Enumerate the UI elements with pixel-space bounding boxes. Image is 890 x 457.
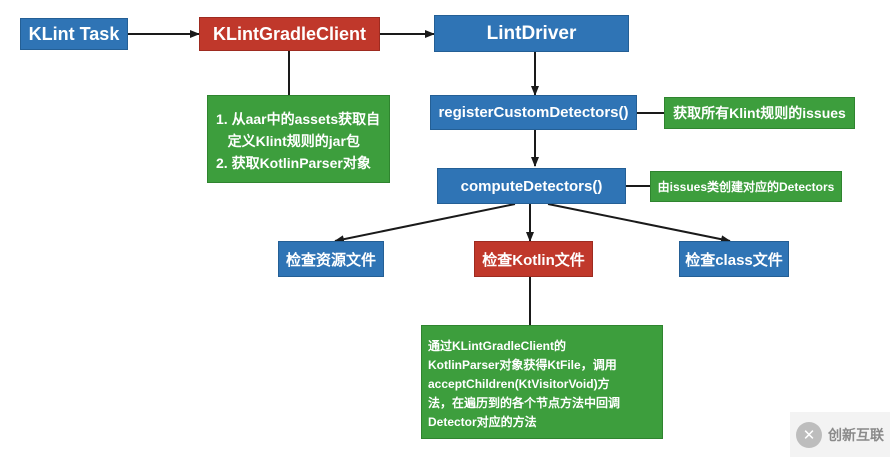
arrow-compute-to-class — [547, 203, 731, 244]
check-kotlin-files-node: 检查Kotlin文件 — [474, 241, 593, 277]
check-class-files-label: 检查class文件 — [685, 251, 783, 269]
check-resource-files-label: 检查资源文件 — [285, 251, 376, 269]
register-custom-detectors-node: registerCustomDetectors() — [430, 95, 637, 130]
kotlin-check-note: 通过KLintGradleClient的 KotlinParser对象获得KtF… — [421, 325, 663, 439]
check-resource-files-node: 检查资源文件 — [278, 241, 384, 277]
kotlin-note-line-1: 通过KLintGradleClient的 — [428, 339, 567, 353]
arrow-compute-to-resource — [334, 203, 516, 244]
klint-gradle-client-label: KLintGradleClient — [212, 23, 366, 44]
klint-task-node: KLint Task — [20, 18, 128, 50]
kotlin-note-line-4: 法，在遍历到的各个节点方法中回调 — [428, 396, 621, 410]
register-issues-note: 获取所有Klint规则的issues — [664, 97, 855, 129]
lint-driver-label: LintDriver — [486, 22, 577, 44]
check-class-files-node: 检查class文件 — [679, 241, 789, 277]
compute-detectors-note-text: 由issues类创建对应的Detectors — [657, 180, 835, 194]
kotlin-note-line-3: acceptChildren(KtVisitorVoid)方 — [428, 377, 610, 391]
klint-gradle-client-node: KLintGradleClient — [199, 17, 380, 51]
gradle-client-note-line-2: 定义Klint规则的jar包 — [216, 133, 360, 149]
compute-detectors-note: 由issues类创建对应的Detectors — [650, 171, 842, 202]
kotlin-note-line-2: KotlinParser对象获得KtFile，调用 — [428, 358, 617, 372]
compute-detectors-node: computeDetectors() — [437, 168, 626, 204]
klint-task-label: KLint Task — [28, 23, 120, 44]
lint-driver-node: LintDriver — [434, 15, 629, 52]
cx-logo-icon: ✕ — [796, 421, 822, 448]
gradle-client-note-line-1: 1. 从aar中的assets获取自 — [216, 111, 381, 127]
watermark-text: 创新互联 — [828, 426, 884, 443]
gradle-client-note-line-3: 2. 获取KotlinParser对象 — [216, 155, 371, 171]
compute-detectors-label: computeDetectors() — [460, 177, 603, 195]
register-custom-detectors-label: registerCustomDetectors() — [438, 104, 629, 121]
watermark: ✕ 创新互联 — [790, 412, 890, 457]
register-issues-note-text: 获取所有Klint规则的issues — [673, 105, 846, 121]
gradle-client-note: 1. 从aar中的assets获取自 定义Klint规则的jar包 2. 获取K… — [207, 95, 390, 183]
check-kotlin-files-label: 检查Kotlin文件 — [482, 251, 585, 269]
kotlin-note-line-5: Detector对应的方法 — [428, 415, 537, 429]
